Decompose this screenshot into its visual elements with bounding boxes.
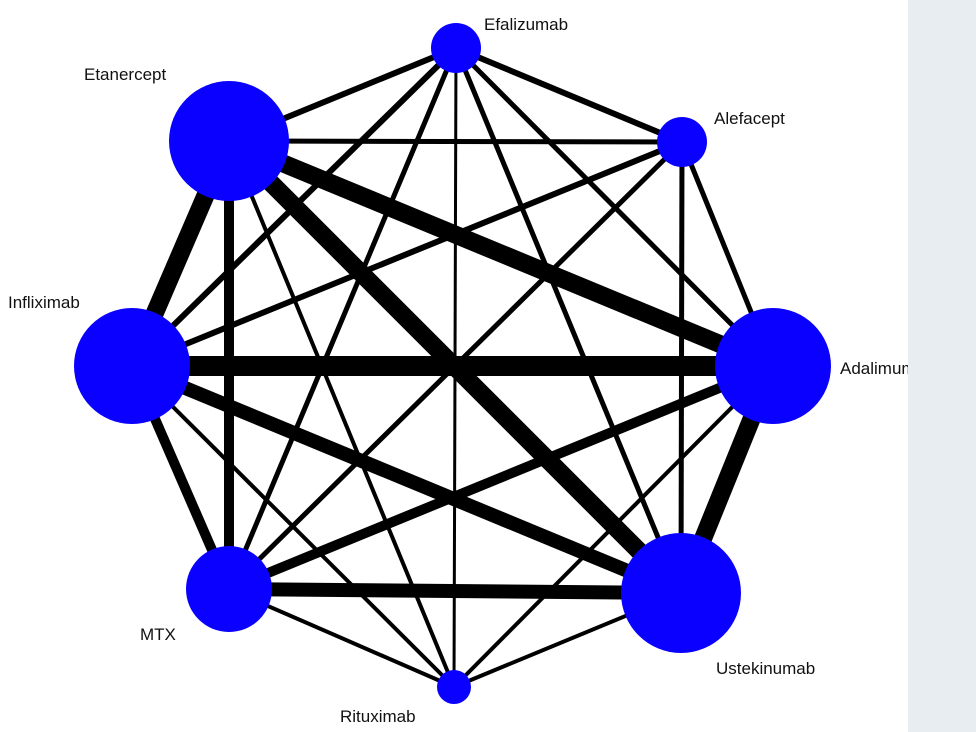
node-alefacept bbox=[657, 117, 707, 167]
edge-efalizumab-infliximab bbox=[129, 45, 459, 369]
edge-ustekinumab-mtx bbox=[228, 582, 682, 600]
node-infliximab bbox=[74, 308, 190, 424]
edge-infliximab-rituximab bbox=[130, 364, 456, 689]
edge-adalimumab-mtx bbox=[227, 361, 775, 594]
node-adalimumab bbox=[715, 308, 831, 424]
node-mtx bbox=[186, 546, 272, 632]
node-label-adalimumab: Adalimumab bbox=[840, 359, 908, 378]
node-etanercept bbox=[169, 81, 289, 201]
edge-efalizumab-ustekinumab bbox=[453, 47, 684, 594]
node-label-infliximab: Infliximab bbox=[8, 293, 80, 312]
node-label-efalizumab: Efalizumab bbox=[484, 15, 568, 34]
edge-infliximab-ustekinumab bbox=[129, 359, 684, 600]
right-sidebar-panel bbox=[908, 0, 976, 732]
edge-etanercept-adalimumab bbox=[225, 132, 777, 375]
node-ustekinumab bbox=[621, 533, 741, 653]
network-diagram: EfalizumabAlefaceptAdalimumabUstekinumab… bbox=[8, 15, 908, 726]
node-rituximab bbox=[437, 670, 471, 704]
node-label-mtx: MTX bbox=[140, 625, 176, 644]
node-label-ustekinumab: Ustekinumab bbox=[716, 659, 815, 678]
node-efalizumab bbox=[431, 23, 481, 73]
edge-adalimumab-rituximab bbox=[452, 364, 775, 689]
node-layer bbox=[74, 23, 831, 704]
edge-alefacept-infliximab bbox=[130, 139, 684, 369]
node-label-rituximab: Rituximab bbox=[340, 707, 416, 726]
label-layer: EfalizumabAlefaceptAdalimumabUstekinumab… bbox=[8, 15, 908, 726]
node-label-alefacept: Alefacept bbox=[714, 109, 785, 128]
node-label-etanercept: Etanercept bbox=[84, 65, 166, 84]
edge-efalizumab-alefacept bbox=[454, 45, 684, 145]
